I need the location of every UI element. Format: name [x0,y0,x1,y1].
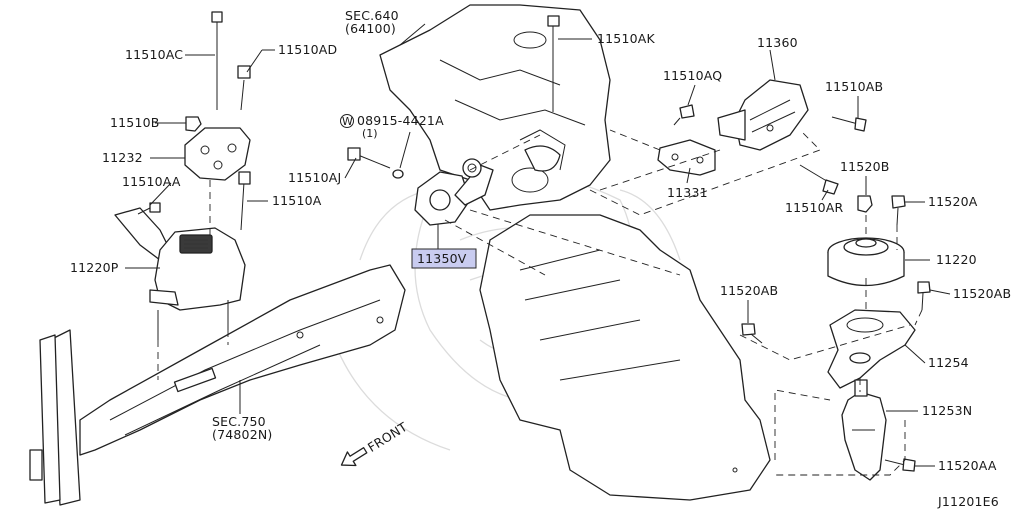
label-11520A: 11520A [928,194,978,209]
engine-block [479,214,771,501]
bolt-11510AR [799,164,839,195]
leader-lines [125,23,951,467]
engine-mount-11360 [717,79,809,151]
bolt-11510AD [237,65,251,111]
section-750-label: SEC.750 [212,414,266,429]
washer-code: 08915-4421A [357,113,444,128]
bracket-11331 [657,139,716,176]
bolt-11510AQ [673,104,695,126]
bracket-11253N [841,379,887,481]
label-11510B: 11510B [110,115,160,130]
label-11510AC: 11510AC [125,47,183,62]
engine-mount-11220 [827,237,905,287]
label-11520AA: 11520AA [938,458,997,473]
label-11510AA: 11510AA [122,174,181,189]
label-11331: 11331 [667,185,708,200]
bolt-11510AC [211,11,223,110]
label-11520AB-left: 11520AB [720,283,778,298]
label-11510AR: 11510AR [785,200,844,215]
label-11360: 11360 [757,35,798,50]
label-11220P: 11220P [70,260,119,275]
label-11510AQ: 11510AQ [663,68,722,83]
part-labels: 11510AC 11510AD 11510B 11232 11510AA 115… [70,8,1011,473]
nut-11510B [185,116,202,132]
washer-symbol-circle [340,114,354,128]
washer-symbol: W [342,115,353,128]
highlighted-part-11350V[interactable]: 11350V [411,248,477,269]
front-direction-indicator: FRONT [340,419,410,467]
bolt-11510AK [547,15,560,112]
label-11510A: 11510A [272,193,322,208]
label-11520B: 11520B [840,159,890,174]
washer-qty: (1) [362,127,378,140]
front-label: FRONT [365,419,410,455]
bracket-11232 [184,127,251,181]
label-11510AJ: 11510AJ [288,170,341,185]
bolt-11510AJ [347,147,404,179]
assembly-guide-lines [157,129,923,476]
bolt-11520A [891,195,906,226]
front-subframe [29,264,406,506]
label-11254: 11254 [928,355,969,370]
bolt-11520AB-right [917,281,931,311]
bolt-11510AB [831,116,867,132]
highlighted-part-label: 11350V [417,251,467,266]
bolt-11520AA [884,458,916,472]
section-640-ref: (64100) [345,21,396,36]
torque-rod-11350V [414,158,494,226]
section-640-label: SEC.640 [345,8,399,23]
bracket-11254 [827,309,916,389]
engine-mount-11220P [114,207,246,340]
bolt-11520AB-left [741,323,763,344]
section-750-ref: (74802N) [212,427,272,442]
label-11520AB-right: 11520AB [953,286,1011,301]
bolt-11510A [238,171,251,231]
bolt-11510AA [137,202,161,215]
label-11220: 11220 [936,252,977,267]
label-11510AD: 11510AD [278,42,337,57]
engine-top-section [379,4,611,211]
nut-11520B [857,195,873,213]
label-11232: 11232 [102,150,143,165]
label-11510AB: 11510AB [825,79,883,94]
label-11253N: 11253N [922,403,972,418]
drawing-code: J11201E6 [937,494,999,509]
label-11510AK: 11510AK [597,31,656,46]
